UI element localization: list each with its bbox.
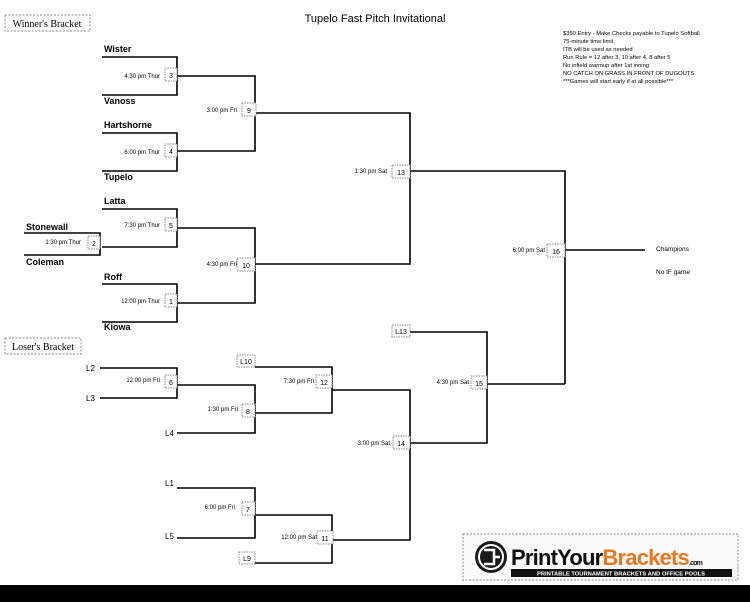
team-tupelo: Tupelo xyxy=(104,172,133,182)
loser-boxes: L10 L9 L13 xyxy=(236,324,411,565)
team-kiowa: Kiowa xyxy=(104,322,131,332)
page-title: Tupelo Fast Pitch Invitational xyxy=(305,13,446,25)
winners-header-box xyxy=(4,14,91,32)
loser-box: L10 xyxy=(236,354,256,368)
svg-text:L9: L9 xyxy=(243,556,251,563)
team-vanoss: Vanoss xyxy=(104,96,136,106)
game-box: 6 xyxy=(164,374,178,389)
game-time: 4:30 pm Sat xyxy=(437,380,470,386)
tagline-bar xyxy=(511,569,732,577)
svg-text:5: 5 xyxy=(169,223,173,230)
champions-label: Champions xyxy=(656,246,690,253)
svg-text:13: 13 xyxy=(397,170,405,177)
svg-text:7: 7 xyxy=(246,507,250,514)
rules-notes: $350 Entry - Make Checks payable to Tupe… xyxy=(563,31,700,85)
logo-wordmark: PrintYourBrackets.com xyxy=(511,545,703,570)
svg-text:6: 6 xyxy=(169,380,173,387)
svg-text:L13: L13 xyxy=(395,329,407,336)
loser-label: L3 xyxy=(86,394,95,403)
loser-label: L4 xyxy=(165,429,174,438)
bracket-line xyxy=(332,389,411,541)
losers-header-box xyxy=(4,337,82,355)
note-line: $350 Entry - Make Checks payable to Tupe… xyxy=(563,31,700,37)
game-time: 7:30 pm Fri xyxy=(284,379,314,385)
team-hartshorne: Hartshorne xyxy=(104,120,152,130)
game-time: 7:30 pm Thur xyxy=(124,223,160,229)
game-time: 6:00 pm Fri xyxy=(205,505,235,511)
team-stonewall: Stonewall xyxy=(26,222,68,232)
team-roff: Roff xyxy=(104,272,123,282)
svg-text:L10: L10 xyxy=(240,359,252,366)
if-game-note: No IF game xyxy=(656,269,690,276)
paper xyxy=(0,0,750,585)
loser-label: L2 xyxy=(86,364,95,373)
team-wister: Wister xyxy=(104,44,132,54)
game-time: 6:00 pm Sat xyxy=(513,248,546,254)
game-box: 16 xyxy=(546,243,566,258)
note-line: NO CATCH ON GRASS IN FRONT OF DUGOUTS xyxy=(563,71,694,77)
svg-text:15: 15 xyxy=(475,381,483,388)
game-box: 10 xyxy=(236,257,256,272)
svg-text:16: 16 xyxy=(552,249,560,256)
game-box: 8 xyxy=(241,403,256,418)
game-box: 11 xyxy=(316,530,334,545)
svg-text:14: 14 xyxy=(397,441,405,448)
game-times: 4:30 pm Thur 6:00 pm Thur 7:30 pm Thur 1… xyxy=(45,74,545,541)
bracket-line xyxy=(410,170,566,384)
team-names: Wister Vanoss Hartshorne Tupelo Latta Ro… xyxy=(26,44,152,332)
loser-labels: L2 L3 L4 L1 L5 xyxy=(86,364,174,541)
printyourbrackets-logo: PrintYourBrackets.com PRINTABLE TOURNAME… xyxy=(462,533,739,581)
svg-text:9: 9 xyxy=(247,108,251,115)
game-time: 1:30 pm Fri xyxy=(208,407,238,413)
game-box: 14 xyxy=(392,435,411,450)
game-time: 12:00 pm Sat xyxy=(281,535,317,541)
note-line: ***Games will start early if at all poss… xyxy=(563,79,674,85)
game-time: 1:30 pm Thur xyxy=(45,240,81,246)
game-time: 1:30 pm Sat xyxy=(355,169,388,175)
game-time: 4:30 pm Fri xyxy=(207,262,237,268)
game-box: 7 xyxy=(241,501,256,516)
note-line: No infield warmup after 1st inning xyxy=(563,63,649,69)
logo-tagline: PRINTABLE TOURNAMENT BRACKETS AND OFFICE… xyxy=(537,572,705,578)
svg-text:11: 11 xyxy=(321,536,328,543)
game-number-boxes: 3 4 5 1 2 9 10 13 16 6 8 12 14 15 7 11 xyxy=(87,67,566,545)
svg-text:4: 4 xyxy=(169,149,173,156)
game-time: 12:00 pm Fri xyxy=(126,378,160,384)
team-latta: Latta xyxy=(104,196,126,206)
game-time: 3:00 pm Fri xyxy=(207,108,237,114)
note-line: ITB will be used as needed xyxy=(563,47,633,53)
svg-text:10: 10 xyxy=(242,263,250,270)
game-box: 12 xyxy=(315,374,333,389)
bracket-line xyxy=(255,112,411,265)
game-box: 2 xyxy=(87,235,101,250)
game-box: 5 xyxy=(164,217,178,232)
game-box: 3 xyxy=(164,67,178,82)
loser-box: L9 xyxy=(238,551,256,565)
logo-emblem-icon xyxy=(475,541,507,573)
svg-text:12: 12 xyxy=(320,380,328,387)
svg-text:2: 2 xyxy=(92,241,96,248)
game-box: 9 xyxy=(241,102,257,117)
svg-text:1: 1 xyxy=(169,299,173,306)
game-box: 1 xyxy=(164,293,178,308)
losers-bracket-heading: Loser's Bracket xyxy=(12,342,74,353)
note-line: Run Rule = 12 after 3, 10 after 4, 8 aft… xyxy=(563,55,670,61)
note-line: 75-minute time limit xyxy=(563,39,614,45)
game-time: 3:00 pm Sat xyxy=(358,441,391,447)
loser-label: L5 xyxy=(165,532,174,541)
game-time: 4:30 pm Thur xyxy=(124,74,160,80)
team-coleman: Coleman xyxy=(26,257,64,267)
game-time: 6:00 pm Thur xyxy=(124,150,160,156)
winners-bracket-heading: Winner's Bracket xyxy=(13,19,82,30)
loser-box: L13 xyxy=(391,324,411,338)
game-box: 4 xyxy=(164,143,178,158)
game-box: 13 xyxy=(391,164,411,179)
loser-label: L1 xyxy=(165,479,174,488)
game-box: 15 xyxy=(470,375,488,390)
svg-text:8: 8 xyxy=(246,409,250,416)
game-time: 12:00 pm Thur xyxy=(121,299,160,305)
svg-text:3: 3 xyxy=(169,73,173,80)
